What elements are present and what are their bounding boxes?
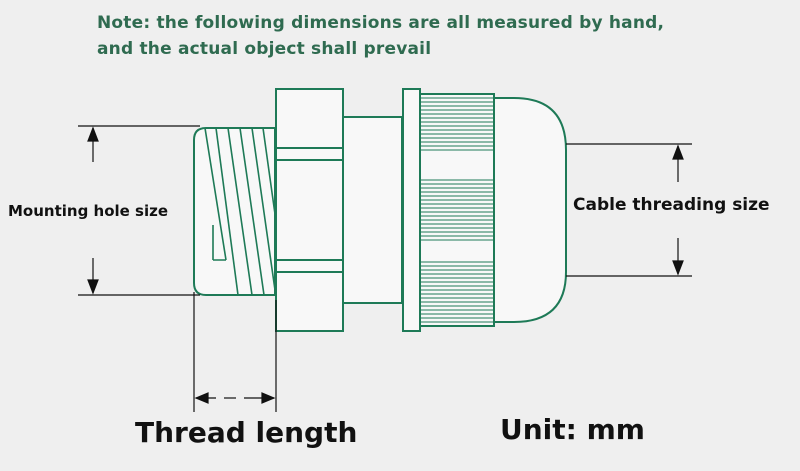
note-line-1: Note: the following dimensions are all m… (97, 13, 665, 33)
mounting-hole-size-label: Mounting hole size (8, 202, 169, 220)
note: Note: the following dimensions are all m… (97, 10, 664, 62)
cable-threading-dimension (566, 143, 692, 277)
thread-length-label: Thread length (135, 416, 358, 449)
mounting-hole-dimension (78, 125, 200, 296)
grip-ribs (420, 97, 494, 323)
hex-nut (275, 88, 344, 332)
cable-threading-size-label: Cable threading size (573, 195, 770, 215)
thread-length-dimension (193, 292, 277, 412)
unit-label: Unit: mm (500, 413, 645, 446)
sealing-cap (402, 88, 567, 332)
note-line-2: and the actual object shall prevail (97, 39, 432, 59)
neck (342, 116, 403, 304)
threaded-end (193, 127, 276, 296)
